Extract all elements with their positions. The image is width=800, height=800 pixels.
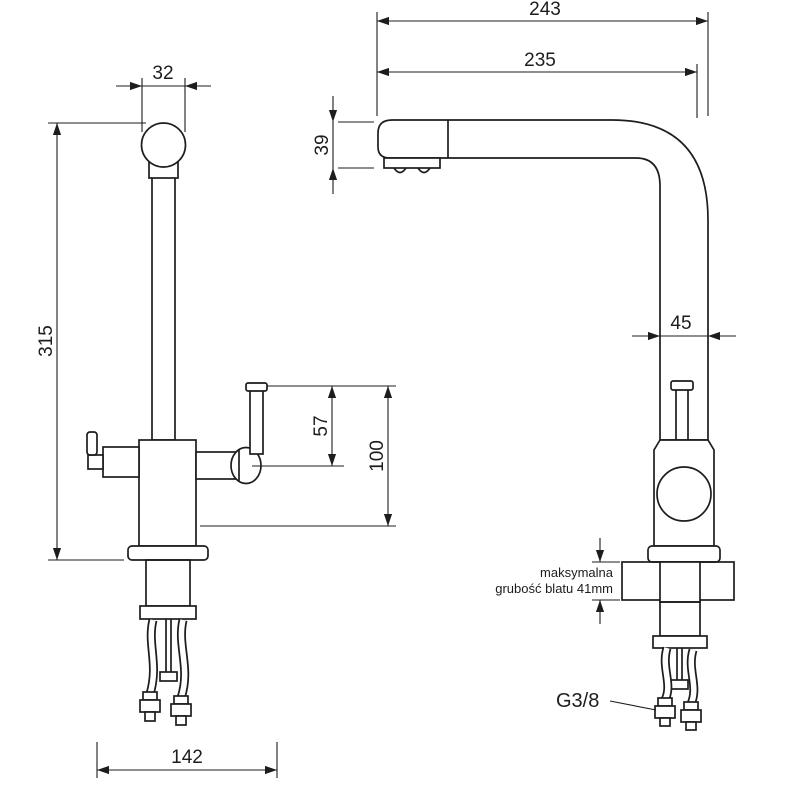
countertop-note-line2: grubość blatu 41mm xyxy=(495,581,613,596)
right-handle-knob xyxy=(656,466,712,522)
dim-handle-total-label: 100 xyxy=(367,440,388,472)
dim-depth-total xyxy=(376,12,709,116)
left-hose-connector-2 xyxy=(170,695,192,726)
right-hose-connector-2 xyxy=(680,701,702,731)
left-thread-rod xyxy=(145,559,191,607)
dim-total-height xyxy=(48,122,146,561)
left-base-flange xyxy=(127,545,209,561)
right-view-faucet xyxy=(377,119,735,731)
dim-total-height-label: 315 xyxy=(36,325,57,357)
right-mixer-lever xyxy=(675,387,689,441)
dim-depth-spout-label: 235 xyxy=(524,50,556,71)
left-mixer-lever-cap xyxy=(245,382,268,392)
left-spout-column xyxy=(151,175,176,441)
left-valve-lever xyxy=(86,431,98,456)
left-view-dimensions: 32 315 57 100 142 xyxy=(36,63,396,778)
countertop-note-line1: maksymalna xyxy=(540,565,614,580)
dim-spout-head-height-label: 39 xyxy=(312,134,333,155)
left-valve-pipe xyxy=(102,446,140,478)
right-hoses xyxy=(654,646,702,731)
right-base-flange xyxy=(647,545,721,563)
right-thread-rod xyxy=(659,601,701,637)
left-view-faucet xyxy=(86,122,268,726)
dim-depth-spout xyxy=(377,64,698,118)
connector-leader-line xyxy=(609,700,657,711)
left-hoses xyxy=(139,618,192,726)
left-body xyxy=(138,439,197,547)
dim-depth-total-label: 243 xyxy=(529,0,561,20)
right-rod-through-slab xyxy=(659,561,701,603)
right-mount-washer xyxy=(652,635,708,649)
right-mixer-lever-cap xyxy=(670,380,694,391)
left-cap-circle xyxy=(140,122,187,168)
dim-base-width xyxy=(96,742,278,778)
left-valve-stem xyxy=(87,454,104,470)
dim-base-width-label: 142 xyxy=(171,747,203,768)
dim-handle-upper-label: 57 xyxy=(311,415,332,436)
dim-spout-head-height xyxy=(328,96,374,194)
right-view-dimensions: 243 235 39 45 maksymalna xyxy=(312,0,736,712)
dim-handle-heights xyxy=(200,385,396,527)
dim-spout-width-label: 32 xyxy=(152,63,173,84)
left-mixer-lever xyxy=(249,389,264,455)
dim-column-width-label: 45 xyxy=(670,313,691,334)
right-spout-body xyxy=(377,119,709,441)
right-hose-connector-1 xyxy=(654,697,676,727)
right-mount-stud xyxy=(670,648,689,690)
connector-label: G3/8 xyxy=(556,690,599,712)
right-aerator xyxy=(383,157,441,174)
left-mount-washer xyxy=(139,605,197,620)
left-hose-connector-1 xyxy=(139,691,161,722)
left-mount-stud xyxy=(159,619,178,682)
countertop-thickness-dim xyxy=(592,538,620,624)
